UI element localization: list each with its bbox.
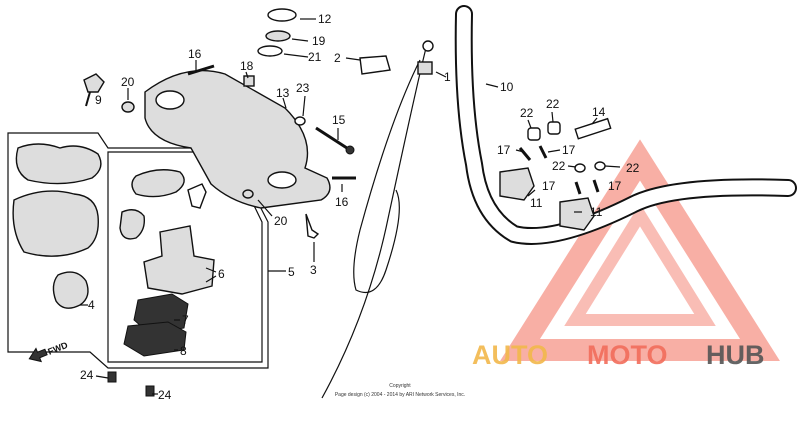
part-number-24-right: 24 [158, 388, 172, 402]
part-number-labels: 1 2 3 4 5 6 7 8 9 10 11 11 12 13 14 15 1… [80, 12, 640, 402]
switch-lower-housing-part [12, 190, 99, 257]
part-number-17-c: 17 [542, 179, 556, 193]
nut-18-part [243, 75, 255, 87]
nut-20-lower-part [242, 189, 254, 199]
part-number-14: 14 [592, 105, 606, 119]
part-number-6: 6 [218, 267, 225, 281]
logo-moto-text: MOTO [587, 340, 668, 370]
automotohub-logo: AUTO MOTO HUB [472, 340, 765, 370]
cable-bracket-part [359, 55, 391, 75]
part-number-17-d: 17 [608, 179, 622, 193]
washer-22-b-part [547, 121, 561, 135]
copyright-title: Copyright [389, 383, 411, 389]
part-number-8: 8 [180, 344, 187, 358]
pin-14-part [574, 117, 612, 140]
bolt-15-head [345, 145, 355, 155]
part-number-22-c: 22 [552, 159, 566, 173]
part-number-4: 4 [88, 298, 95, 312]
part-number-16-upper: 16 [188, 47, 202, 61]
part-number-11-upper: 11 [530, 196, 543, 210]
part-number-19: 19 [312, 34, 326, 48]
part-number-5: 5 [288, 265, 295, 279]
washer-22-d-part [594, 161, 606, 171]
part-number-22-d: 22 [626, 161, 640, 175]
copyright-notice: Page design (c) 2004 - 2014 by ARI Netwo… [335, 392, 465, 398]
part-number-18: 18 [240, 59, 254, 73]
part-number-22-a: 22 [520, 106, 534, 120]
key-part [187, 183, 207, 209]
automotohub-watermark [500, 139, 780, 361]
fwd-arrow-icon [28, 347, 48, 363]
lower-holder-11-part [559, 197, 595, 231]
watermark-triangle-icon [500, 139, 780, 361]
handlebar-holder-group [499, 117, 612, 231]
part-number-3: 3 [310, 263, 317, 277]
upper-holder-assembly [83, 8, 356, 397]
switch-contact-plate-part [123, 321, 187, 357]
part-number-21: 21 [308, 50, 322, 64]
washer-part [257, 45, 283, 57]
part-number-20-upper: 20 [121, 75, 135, 89]
leader-lines [95, 18, 621, 395]
washer-23-part [294, 116, 306, 126]
switch-knob-part [52, 271, 89, 309]
nut-20-upper-part [121, 101, 135, 113]
switch-housing-group [7, 132, 286, 369]
housing-cap-part [131, 169, 185, 198]
washer-22-c-part [574, 163, 586, 173]
steering-nut-part [265, 30, 291, 42]
ignition-switch-body-part [143, 225, 215, 295]
cable-end-part [422, 40, 434, 52]
forward-direction-indicator: FWD [28, 340, 70, 363]
upper-holder-11-part [499, 167, 535, 201]
part-number-17-b: 17 [562, 143, 576, 157]
part-number-12: 12 [318, 12, 332, 26]
part-number-11-lower: 11 [590, 205, 603, 219]
part-number-17-a: 17 [497, 143, 511, 157]
fwd-label: FWD [46, 340, 69, 357]
logo-hub-text: HUB [706, 340, 765, 370]
cable-adjuster-part [417, 61, 433, 75]
key-9-part [83, 73, 105, 93]
cap-part [267, 8, 297, 22]
part-number-10: 10 [500, 80, 514, 94]
watermark-inner-triangle-icon [564, 203, 716, 326]
throttle-cable-assembly [321, 40, 434, 399]
part-number-2: 2 [334, 51, 341, 65]
part-number-20-lower: 20 [274, 214, 288, 228]
handlebar-part [454, 5, 797, 245]
bolt-24-right-part [145, 385, 155, 397]
washer-22-a-part [527, 127, 541, 141]
part-number-1: 1 [444, 70, 451, 84]
bolt-24-left-part [107, 371, 117, 383]
small-boss-part [119, 209, 146, 240]
part-number-23: 23 [296, 81, 310, 95]
bridge-hole-left [155, 90, 185, 110]
part-number-9: 9 [95, 93, 102, 107]
bridge-hole-right [267, 171, 297, 189]
part-number-16-lower: 16 [335, 195, 349, 209]
part-number-13: 13 [276, 86, 290, 100]
clip-3-part [305, 213, 320, 239]
part-number-24-left: 24 [80, 368, 94, 382]
logo-auto-text: AUTO [472, 340, 548, 370]
switch-upper-housing-part [15, 143, 102, 185]
part-number-15: 15 [332, 113, 346, 127]
part-number-22-b: 22 [546, 97, 560, 111]
part-number-7: 7 [182, 313, 189, 327]
